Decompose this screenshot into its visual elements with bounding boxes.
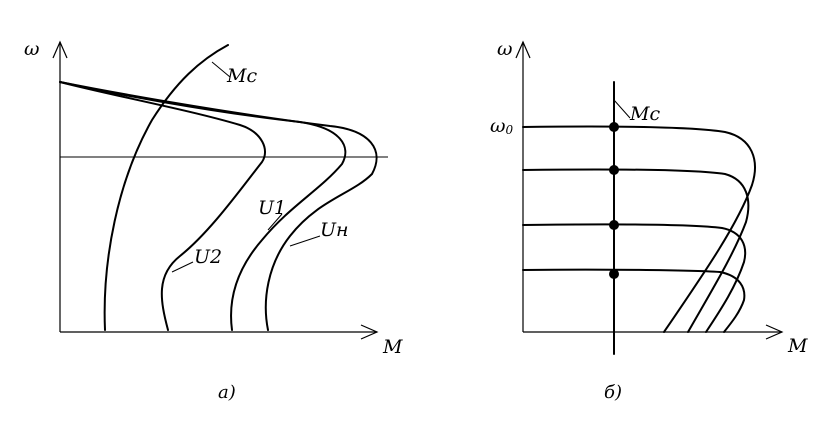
a-y-arrow [52,40,68,59]
b-curve-4 [522,268,746,333]
b-load-label: Mc [629,103,660,125]
b-omega0-main: ω [490,115,506,137]
panel-b: ω ω0 M Mc б) [490,38,808,403]
b-curve-2 [522,168,750,333]
a-load-curve [103,44,229,331]
b-curve-3 [522,223,747,333]
a-un-label: Uн [320,219,349,241]
b-operating-point-2 [609,165,619,175]
a-un-leader [289,235,321,247]
a-x-axis-label: M [382,336,403,358]
a-curve-un [59,81,378,331]
a-load-label: Mc [226,65,257,87]
a-curve-u2 [59,81,267,331]
b-omega0-sub: 0 [506,123,514,137]
a-y-axis-label: ω [24,38,40,60]
b-load-leader [613,99,631,119]
a-u2-leader [171,261,194,273]
a-curve-u1 [59,81,347,331]
a-x-arrow [360,324,379,340]
a-u2-label: U2 [194,246,222,268]
b-y-arrow [515,40,531,59]
b-x-arrow [765,324,784,340]
b-omega0-label: ω0 [490,115,514,137]
b-curve-1 [522,125,756,333]
b-operating-point-4 [609,269,619,279]
b-x-axis-label: M [787,335,808,357]
b-operating-point-1 [609,122,619,132]
panel-a: ω M Mc U1 U2 Uн а) [24,38,403,403]
b-y-axis-label: ω [497,38,513,60]
a-u1-leader [267,213,283,231]
b-caption: б) [604,382,622,403]
a-load-leader [211,61,231,78]
a-u1-label: U1 [258,197,286,219]
b-operating-point-3 [609,220,619,230]
a-caption: а) [218,382,236,403]
